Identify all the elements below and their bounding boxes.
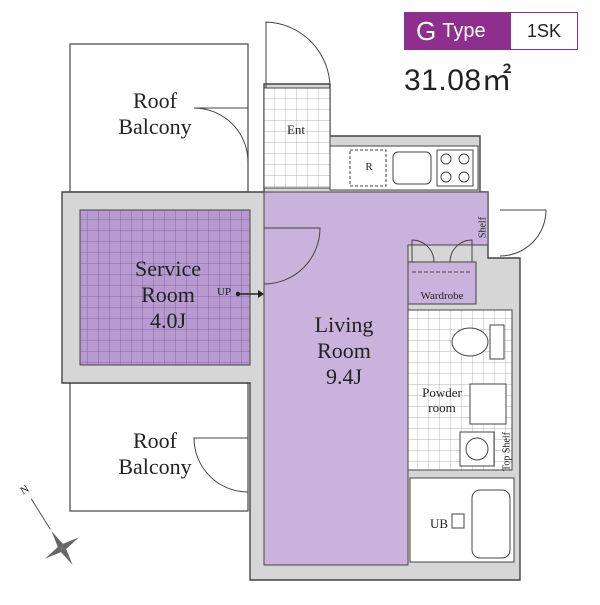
unit-area: 31.08㎡ — [404, 64, 513, 97]
top-shelf-label: Top Shelf — [501, 431, 513, 472]
living-room-area — [263, 191, 489, 566]
service-room-door-icon — [263, 227, 321, 285]
unit-type-badge: G Type — [404, 12, 510, 50]
side-door-icon — [499, 209, 547, 257]
roof-balcony-bottom-area — [69, 382, 249, 512]
compass-rose-icon — [30, 498, 79, 565]
balcony-top-door-icon — [193, 107, 249, 163]
living-room-label: Living Room 9.4J — [314, 312, 374, 389]
roof-balcony-top-label: Roof Balcony — [118, 88, 192, 139]
service-room-tiles — [80, 210, 250, 365]
wardrobe-label: Wardrobe — [420, 290, 464, 302]
service-room-label: Service Room 4.0J — [135, 256, 201, 333]
shelf-label: Shelf — [477, 216, 489, 239]
unit-bath-label: UB — [429, 516, 449, 531]
kitchen-sink — [392, 151, 432, 185]
unit-type-letter: G — [416, 15, 437, 46]
entrance-area — [263, 87, 331, 189]
washing-machine-space — [459, 431, 495, 467]
toilet — [451, 327, 489, 357]
bathtub — [471, 489, 511, 559]
up-marker-label: UP — [216, 286, 232, 298]
entrance-label: Ent — [286, 122, 306, 137]
powder-room-label: Powder room — [422, 385, 462, 416]
layout-badge: 1SK — [510, 12, 578, 50]
refrigerator-space — [349, 149, 387, 187]
balcony-bottom-door-icon — [193, 437, 249, 493]
roof-balcony-top-area — [69, 43, 249, 193]
wash-basin — [469, 383, 507, 425]
refrigerator-label: R — [365, 161, 373, 173]
roof-balcony-bottom-label: Roof Balcony — [118, 428, 192, 479]
wardrobe-area — [407, 261, 477, 305]
wardrobe-door-icon — [411, 239, 473, 263]
unit-type-word: Type — [442, 19, 486, 42]
entrance-door-icon — [265, 21, 331, 89]
stove — [436, 149, 474, 187]
